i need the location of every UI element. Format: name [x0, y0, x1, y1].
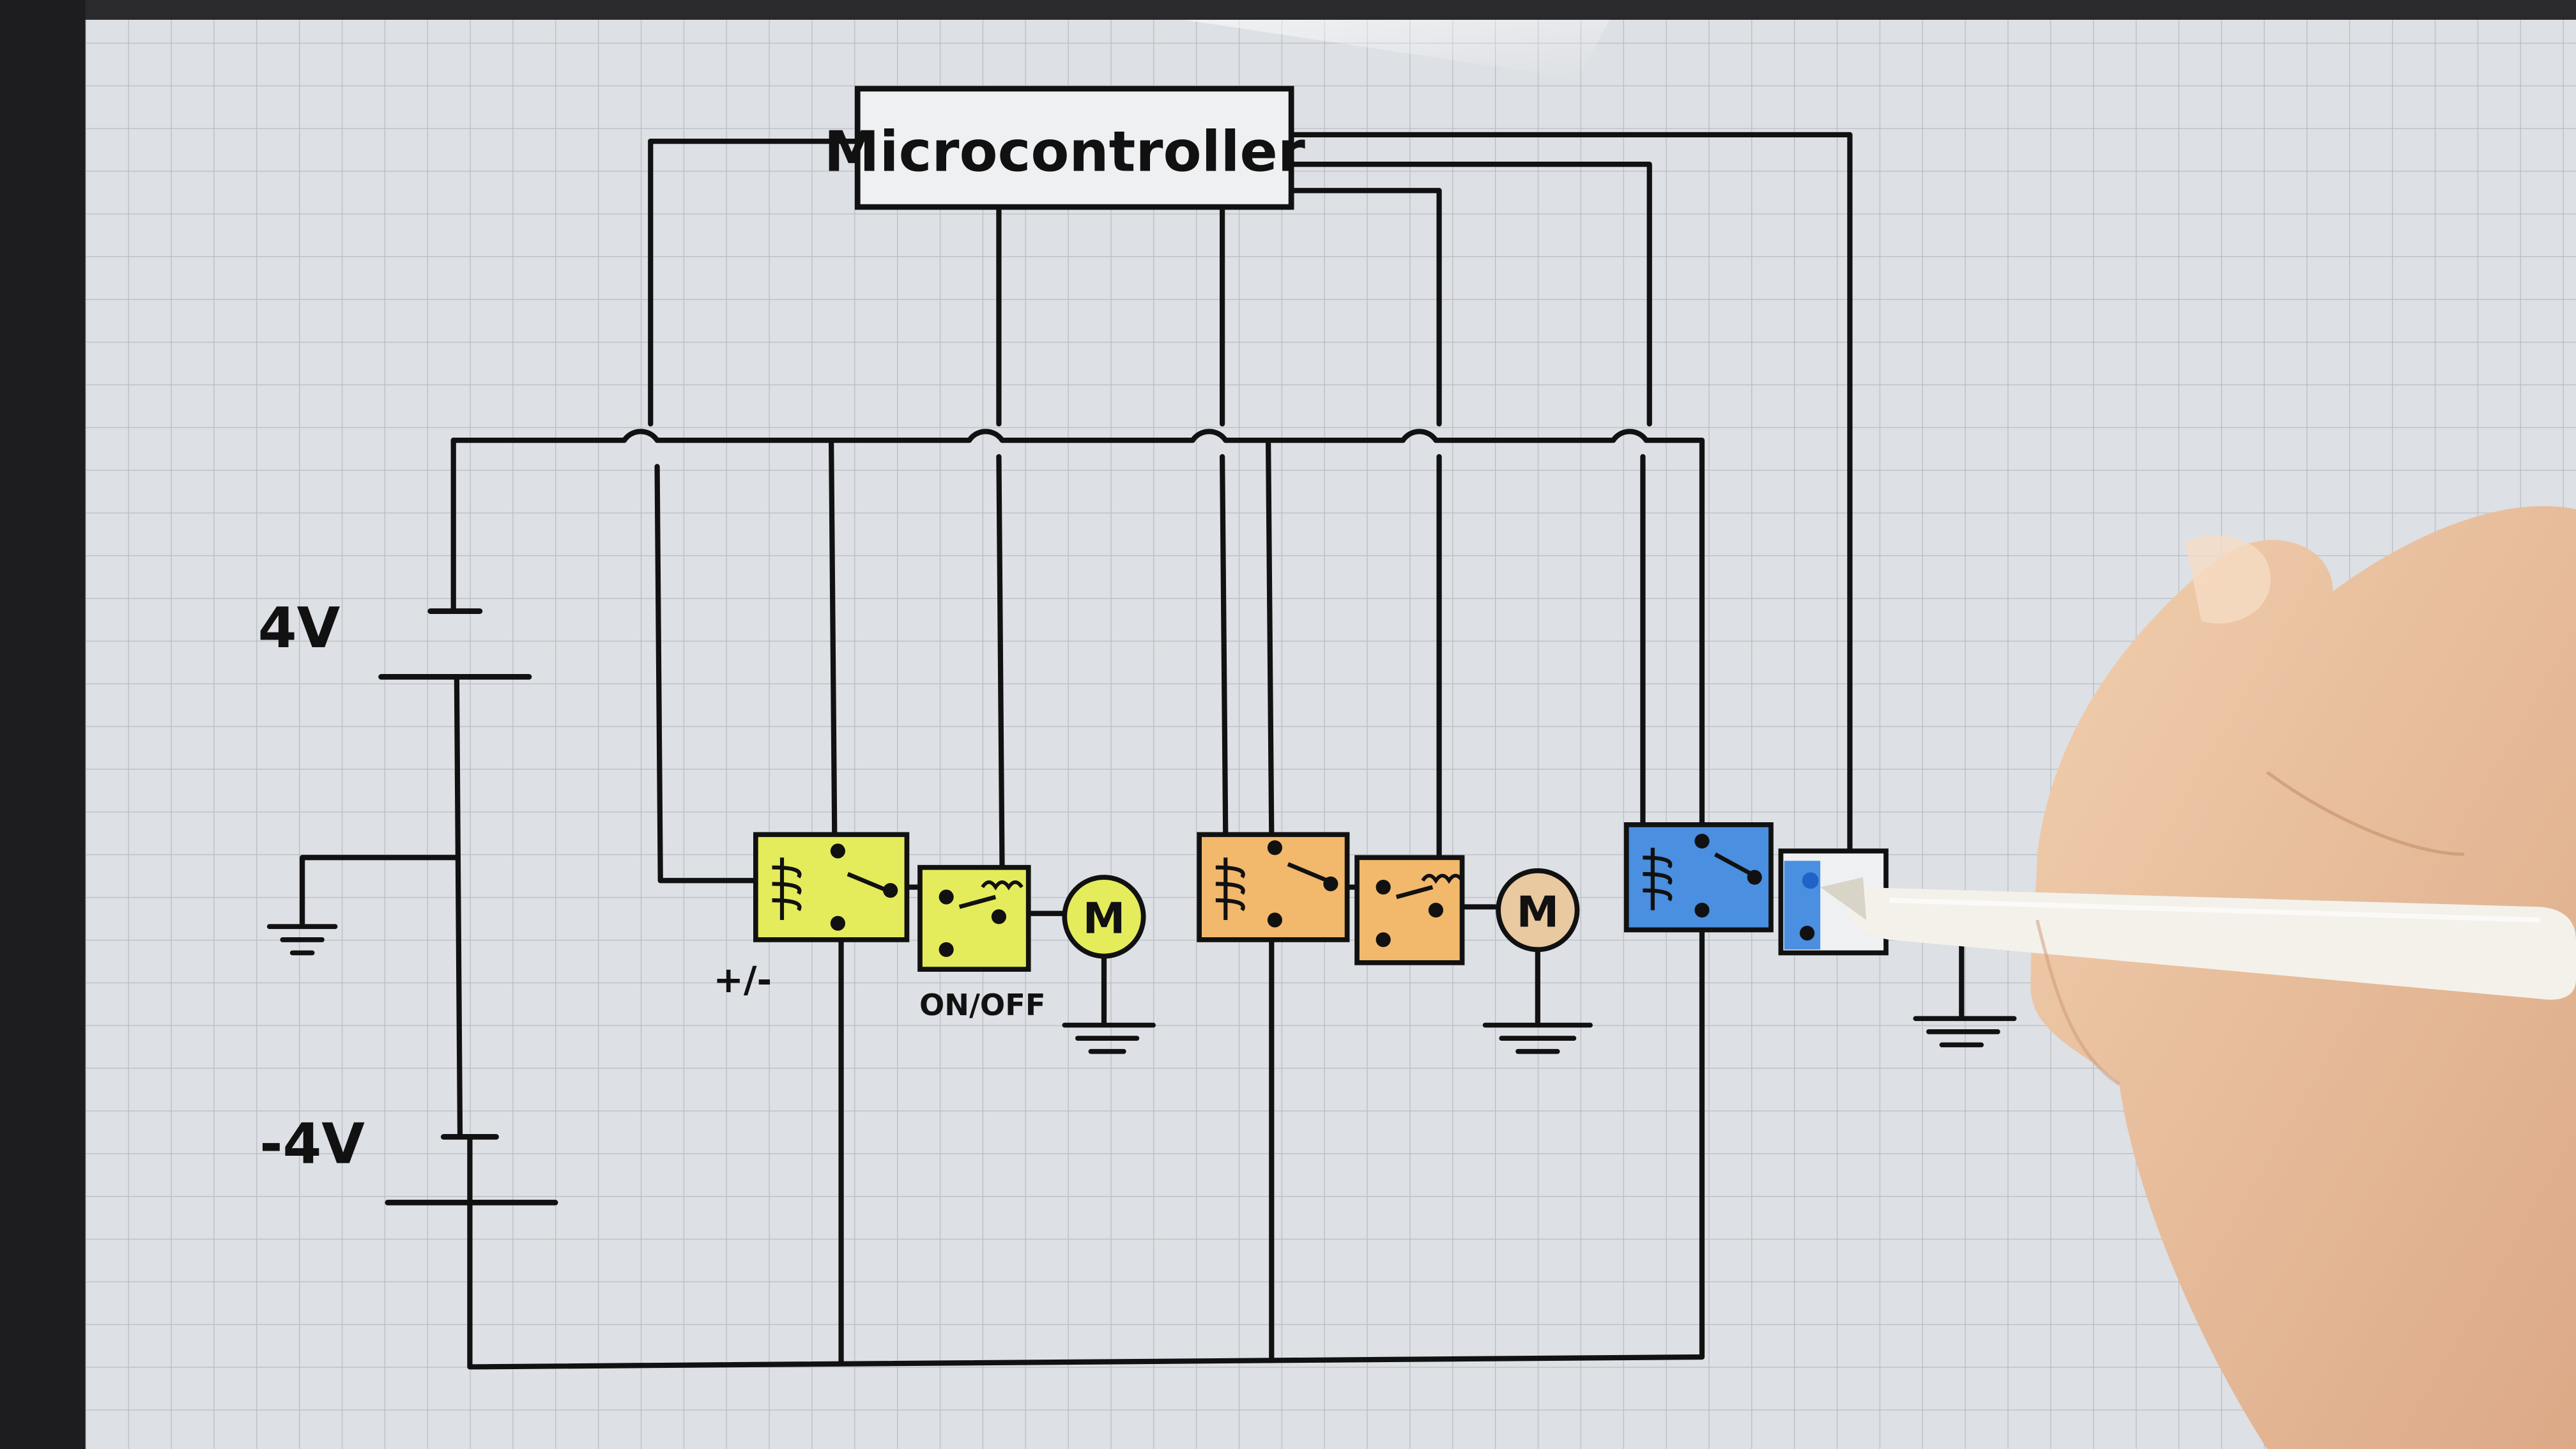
battery-top-label: 4V	[258, 595, 341, 661]
ground-symbol-battery	[266, 924, 338, 956]
motor-2: M	[1496, 868, 1580, 953]
battery-bottom-label: -4V	[259, 1112, 365, 1177]
relay-polarity-yellow	[753, 832, 910, 942]
screen-glare	[1183, 19, 1610, 79]
ground-symbol-motor-2	[1482, 1022, 1593, 1054]
circuit-wires	[300, 132, 1965, 1370]
relay-onoff-yellow	[917, 864, 1031, 972]
motor-1-label: M	[1083, 894, 1126, 944]
microcontroller-box	[854, 86, 1294, 210]
polarity-relay-label: +/-	[714, 959, 772, 1001]
ground-symbol-relay-3	[1913, 1016, 2017, 1048]
top-toolbar	[85, 0, 2576, 20]
relay-polarity-orange	[1197, 832, 1350, 942]
relay-onoff-orange	[1354, 855, 1465, 965]
motor-1: M	[1062, 875, 1146, 959]
hand-with-stylus	[1820, 506, 2576, 1449]
battery-bottom	[385, 1134, 558, 1206]
microcontroller-label: Microcontroller	[824, 119, 1305, 184]
ground-symbol-motor-1	[1062, 1022, 1156, 1054]
relay-polarity-blue	[1623, 822, 1774, 933]
motor-2-label: M	[1517, 887, 1560, 937]
battery-top	[378, 608, 532, 680]
onoff-relay-label: ON/OFF	[919, 988, 1045, 1022]
